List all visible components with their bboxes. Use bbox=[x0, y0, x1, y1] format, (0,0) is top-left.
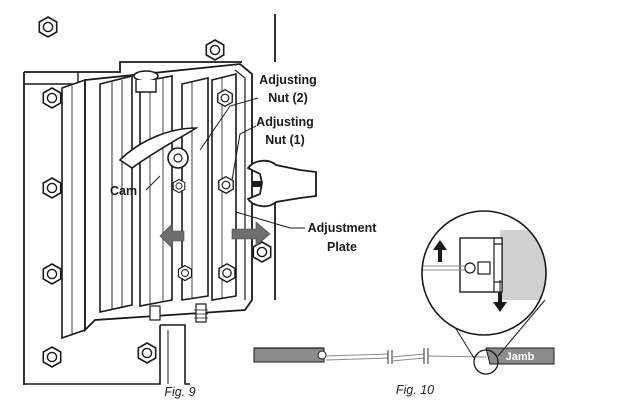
wrench-icon bbox=[246, 159, 317, 208]
left-arrow-icon bbox=[159, 223, 185, 249]
hex-bolt-icon bbox=[38, 16, 58, 38]
nut-icon bbox=[218, 263, 236, 283]
adjusting-nut-1-icon bbox=[218, 176, 234, 194]
fig10-caption: Fig. 10 bbox=[396, 383, 434, 397]
hex-bolt-icon bbox=[42, 177, 62, 199]
label-adjusting-nut-1-line1: Adjusting bbox=[256, 115, 314, 129]
hex-bolt-icon bbox=[205, 39, 225, 61]
hex-bolt-icon bbox=[42, 263, 62, 285]
adjusting-nut-2-icon bbox=[217, 88, 233, 108]
label-jamb: Jamb bbox=[506, 351, 535, 363]
label-adjusting-nut-1-line2: Nut (1) bbox=[265, 133, 305, 147]
fig10-drawing bbox=[253, 210, 555, 375]
fig9-caption: Fig. 9 bbox=[164, 385, 195, 399]
label-cam: Cam bbox=[110, 184, 137, 198]
nut-icon bbox=[177, 264, 193, 282]
hex-bolt-icon bbox=[42, 87, 62, 109]
label-adjustment-plate-line2: Plate bbox=[327, 240, 357, 254]
hex-bolt-icon bbox=[42, 346, 62, 368]
label-adjusting-nut-2-line1: Adjusting bbox=[259, 73, 317, 87]
down-arrow-icon bbox=[493, 292, 507, 312]
label-adjusting-nut-2-line2: Nut (2) bbox=[268, 91, 308, 105]
label-adjustment-plate-line1: Adjustment bbox=[308, 221, 378, 235]
fig9-drawing bbox=[23, 14, 317, 385]
right-arrow-icon bbox=[231, 221, 271, 247]
nut-icon bbox=[172, 178, 186, 194]
hex-bolt-icon bbox=[137, 342, 157, 364]
up-arrow-icon bbox=[433, 240, 447, 262]
